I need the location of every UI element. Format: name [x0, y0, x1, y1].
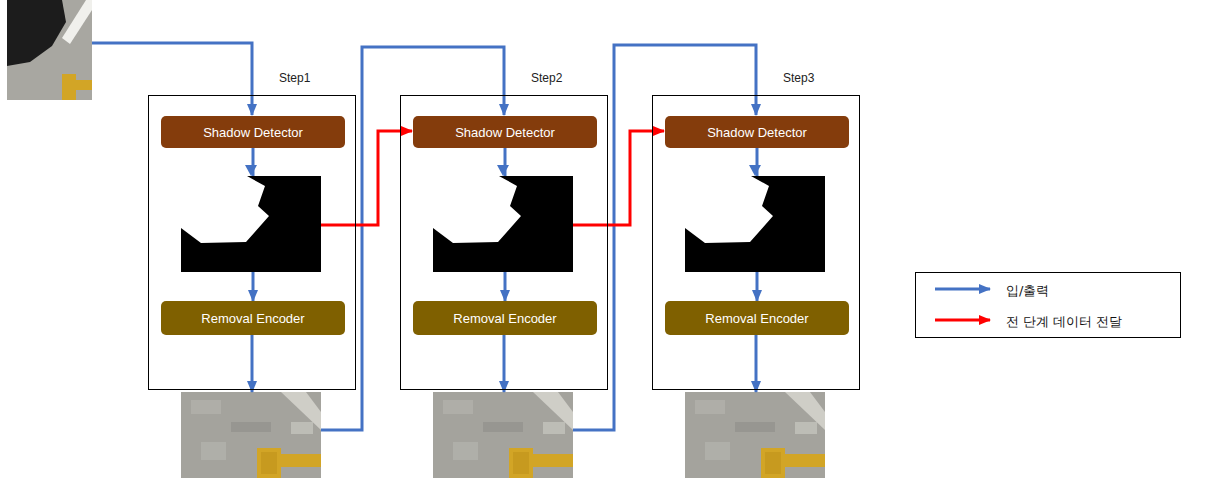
io-arrow	[755, 334, 758, 392]
box-label: Removal Encoder	[453, 311, 556, 326]
box-label: Shadow Detector	[455, 125, 555, 140]
shadow-mask	[433, 176, 573, 272]
shadow-mask	[181, 176, 321, 272]
box-label: Shadow Detector	[707, 125, 807, 140]
arrowhead	[245, 165, 257, 176]
arrowhead	[749, 165, 761, 176]
legend-box: 입/출력전 단계 데이터 전달	[915, 272, 1181, 338]
output-photo	[433, 392, 573, 478]
io-arrow	[321, 47, 504, 430]
box-label: Removal Encoder	[705, 311, 808, 326]
legend-sample	[935, 288, 990, 291]
io-arrow	[92, 43, 252, 115]
input-photo	[7, 0, 92, 100]
tactile-paving	[76, 80, 92, 90]
legend-sample	[935, 319, 990, 322]
step-box: Step2Shadow DetectorRemoval Encoder	[400, 95, 608, 390]
encoder-box: Removal Encoder	[665, 301, 849, 335]
legend-text: 전 단계 데이터 전달	[1006, 313, 1122, 331]
box-label: Removal Encoder	[201, 311, 304, 326]
io-arrow	[251, 334, 254, 392]
legend-text: 입/출력	[1006, 282, 1049, 300]
tactile-paving	[62, 74, 76, 100]
detector-box: Shadow Detector	[413, 116, 597, 148]
io-arrow	[573, 45, 756, 430]
encoder-box: Removal Encoder	[413, 301, 597, 335]
encoder-box: Removal Encoder	[161, 301, 345, 335]
box-label: Shadow Detector	[203, 125, 303, 140]
photo-ground	[7, 0, 92, 100]
shadow-mask	[685, 176, 825, 272]
detector-box: Shadow Detector	[665, 116, 849, 148]
output-photo	[685, 392, 825, 478]
io-arrow	[503, 334, 506, 392]
detector-box: Shadow Detector	[161, 116, 345, 148]
step-label: Step3	[783, 71, 814, 85]
step-box: Step3Shadow DetectorRemoval Encoder	[652, 95, 860, 390]
step-label: Step1	[279, 71, 310, 85]
arrowhead	[497, 165, 509, 176]
umbrella	[7, 0, 66, 66]
road-stripe	[62, 0, 92, 44]
step-box: Step1Shadow DetectorRemoval Encoder	[148, 95, 356, 390]
step-label: Step2	[531, 71, 562, 85]
output-photo	[181, 392, 321, 478]
